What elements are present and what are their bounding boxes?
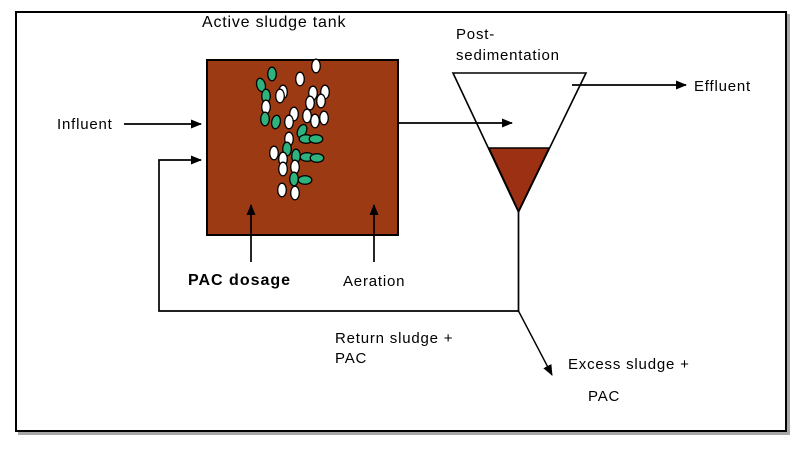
floc-particle: [295, 71, 305, 87]
floc-particle: [275, 88, 285, 104]
floc-particle: [290, 185, 300, 201]
return-sludge-arrow: [158, 155, 520, 312]
aeration-label: Aeration: [343, 273, 406, 290]
effluent-label: Effluent: [694, 78, 751, 95]
floc-particle: [319, 110, 329, 126]
floc-particle: [309, 153, 325, 163]
return-sludge-label: Return sludge + PAC: [335, 329, 453, 369]
floc-particle: [308, 134, 324, 144]
active-sludge-tank: [206, 59, 399, 236]
diagram-border: [15, 11, 787, 432]
settled-sludge: [487, 147, 551, 213]
floc-particle: [297, 175, 313, 185]
excess-sludge-label-pac: PAC: [588, 388, 621, 405]
floc-particle: [277, 182, 287, 198]
floc-particle: [284, 114, 294, 130]
excess-sludge-arrow: [517, 310, 553, 376]
floc-particles: [255, 58, 330, 201]
return-sludge-label-line2: PAC: [335, 350, 368, 367]
floc-particle: [310, 113, 320, 129]
floc-particle: [289, 171, 299, 187]
floc-particle: [302, 108, 312, 124]
floc-particle: [270, 114, 282, 130]
floc-particle: [316, 93, 326, 109]
floc-particle: [269, 145, 279, 161]
post-sedimentation-label-line1: Post-: [456, 26, 496, 43]
influent-label: Influent: [57, 116, 113, 133]
post-sedimentation-label-line2: sedimentation: [456, 47, 560, 64]
floc-particle: [311, 58, 321, 74]
excess-sludge-label: Excess sludge +: [568, 356, 690, 373]
active-sludge-tank-label: Active sludge tank: [202, 14, 347, 31]
floc-particle: [305, 95, 315, 111]
post-sedimentation-funnel: [451, 72, 588, 214]
return-sludge-label-line1: Return sludge +: [335, 330, 454, 347]
floc-particle: [267, 66, 277, 82]
floc-particle: [260, 111, 270, 127]
floc-particle: [278, 161, 288, 177]
post-sedimentation-label: Post- sedimentation: [456, 24, 560, 66]
pac-dosage-label: PAC dosage: [188, 272, 292, 289]
